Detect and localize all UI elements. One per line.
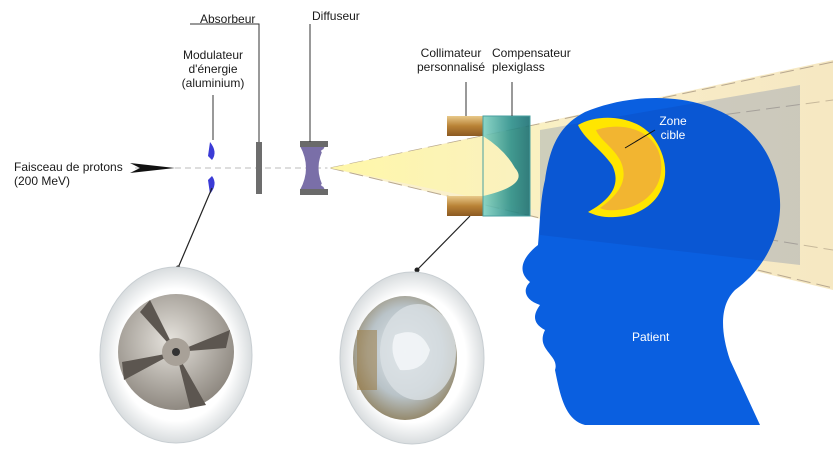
beam-label-line2: (200 MeV) xyxy=(14,174,123,188)
compensator-label: Compensateur plexiglass xyxy=(492,46,571,74)
target-label-line1: Zone xyxy=(648,114,698,128)
diffuser-label: Diffuseur xyxy=(312,9,360,23)
diffuser-icon xyxy=(300,141,329,195)
collimator-label-line2: personnalisé xyxy=(406,60,496,74)
collimator-top xyxy=(447,116,483,136)
diffuser-label-text: Diffuseur xyxy=(312,9,360,23)
modulator-label-line2: d'énergie xyxy=(153,62,273,76)
modulator-label-line1: Modulateur xyxy=(153,48,273,62)
target-label: Zone cible xyxy=(648,114,698,142)
compensator-photo xyxy=(340,272,484,444)
compensator-label-line2: plexiglass xyxy=(492,60,571,74)
beam-label-line1: Faisceau de protons xyxy=(14,160,123,174)
beam-label: Faisceau de protons (200 MeV) xyxy=(14,160,123,188)
modulator-label-line3: (aluminium) xyxy=(153,76,273,90)
collimator-bottom xyxy=(447,196,483,216)
compensator-label-line1: Compensateur xyxy=(492,46,571,60)
absorber-plate xyxy=(256,142,262,194)
patient-label: Patient xyxy=(632,330,669,344)
patient-label-text: Patient xyxy=(632,330,669,344)
target-label-line2: cible xyxy=(648,128,698,142)
absorber-label: Absorbeur xyxy=(200,12,255,26)
beam-over-head xyxy=(540,85,800,265)
collimator-label-line1: Collimateur xyxy=(406,46,496,60)
collimator-label: Collimateur personnalisé xyxy=(406,46,496,74)
modulator-photo xyxy=(100,267,252,443)
compensator-photo-line xyxy=(417,216,470,270)
modulator-label: Modulateur d'énergie (aluminium) xyxy=(153,48,273,90)
absorber-label-text: Absorbeur xyxy=(200,12,255,26)
modulator-photo-line xyxy=(178,188,212,268)
